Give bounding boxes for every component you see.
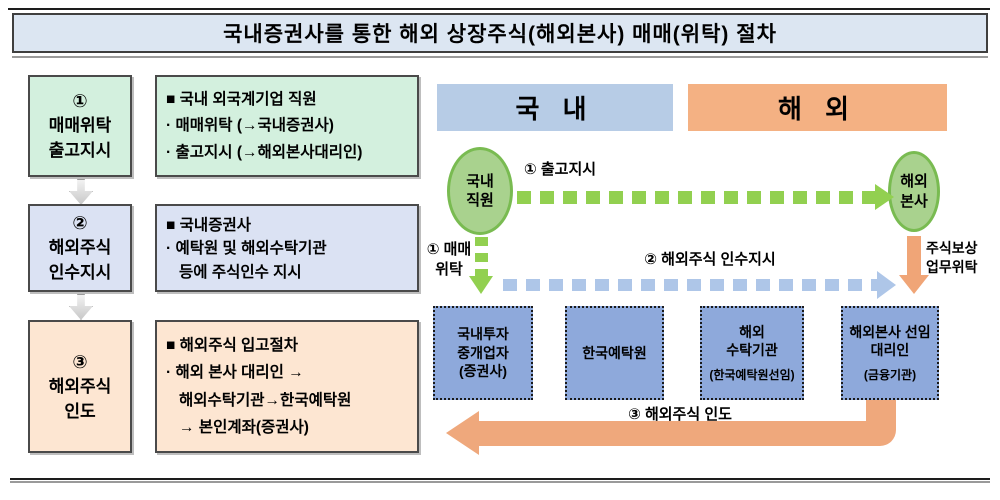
inst-a-line2: 중개업자 [457, 344, 509, 361]
page-title: 국내증권사를 통한 해외 상장주식(해외본사) 매매(위탁) 절차 [12, 13, 988, 53]
inst-b-line1: 한국예탁원 [582, 344, 647, 361]
detail-3-header: ■ 해외주식 입고절차 [166, 337, 299, 354]
inst-c-line2: 수탁기관 [726, 342, 778, 359]
green-down-arrowhead-icon [469, 276, 493, 294]
region-header-domestic: 국 내 [437, 84, 673, 131]
orange-down-arrow [907, 236, 921, 277]
compensation-line2: 업무위탁 [926, 258, 978, 275]
institution-overseas-custodian: 해외 수탁기관 (한국예탁원선임) [700, 306, 804, 400]
region-overseas-label: 해 외 [777, 94, 858, 124]
step-2-line2: 인수지시 [48, 263, 112, 283]
step-3-line1: 해외주식 [48, 376, 112, 396]
detail-box-3: ■ 해외주식 입고절차 · 해외 본사 대리인 → 해외수탁기관→한국예탁원 →… [155, 320, 419, 453]
inst-d-line2: 대리인 [870, 342, 910, 359]
down-arrow-icon [69, 179, 93, 205]
trade-consign-line2: 위탁 [435, 261, 463, 279]
step-1-line1: 매매위탁 [48, 116, 112, 136]
step-1-number: ① [72, 91, 88, 112]
page-title-text: 국내증권사를 통한 해외 상장주식(해외본사) 매매(위탁) 절차 [223, 23, 777, 46]
bottom-divider [10, 478, 990, 480]
step-box-1-trade-consign: ① 매매위탁 출고지시 [28, 75, 132, 177]
detail-box-2: ■ 국내증권사 · 예탁원 및 해외수탁기관 등에 주식인수 지시 [155, 204, 419, 292]
green-arrowhead-icon [875, 184, 894, 210]
detail-3-line1: · 해외 본사 대리인 → [166, 364, 304, 382]
actor-domestic-line1: 국내 [466, 172, 494, 190]
inst-d-sub: (금융기관) [863, 368, 917, 383]
institution-korea-depository: 한국예탁원 [565, 306, 664, 400]
delivery-label: ③ 해외주식 인도 [628, 406, 732, 423]
inst-a-line1: 국내투자 [457, 325, 509, 342]
top-divider [8, 8, 990, 10]
detail-3-line3: → 본인계좌(증권사) [179, 418, 309, 436]
title-underline [12, 56, 988, 58]
down-arrow-icon [69, 294, 93, 320]
step-2-number: ② [72, 213, 88, 234]
inst-c-line1: 해외 [739, 323, 765, 340]
actor-domestic-line2: 직원 [466, 192, 494, 209]
detail-2-line1: · 예탁원 및 해외수탁기관 [166, 240, 327, 258]
region-domestic-label: 국 내 [515, 94, 595, 124]
detail-2-line2: 등에 주식인수 지시 [179, 263, 302, 281]
compensation-line1: 주식보상 [926, 240, 978, 256]
delivery-arrowhead-icon [446, 411, 479, 455]
step-3-line2: 인도 [64, 401, 96, 421]
bottom-divider-shadow [10, 481, 990, 483]
detail-1-line2: · 출고지시 (→해외본사대리인) [166, 143, 363, 161]
trade-consign-label: ① 매매 위탁 [424, 240, 474, 281]
institution-domestic-broker: 국내투자 중개업자 (증권사) [433, 306, 533, 400]
compensation-label: 주식보상 업무위탁 [926, 239, 978, 277]
green-dashed-arrow [517, 191, 875, 204]
blue-dashed-arrow [503, 279, 877, 291]
orange-down-arrowhead-icon [899, 275, 929, 294]
delivery-arrow-horizontal [477, 421, 879, 446]
detail-2-header: ■ 국내증권사 [166, 217, 251, 234]
release-order-label: ① 출고지시 [524, 161, 597, 178]
acquire-order-label: ② 해외주식 인수지시 [644, 251, 776, 268]
region-header-overseas: 해 외 [688, 84, 947, 131]
inst-d-line1: 해외본사 선임 [849, 323, 931, 340]
detail-box-1: ■ 국내 외국계기업 직원 · 매매위탁 (→국내증권사) · 출고지시 (→해… [155, 75, 419, 177]
actor-overseas-headquarters: 해외 본사 [888, 151, 940, 232]
step-box-2-acquire-order: ② 해외주식 인수지시 [28, 204, 132, 292]
step-1-line2: 출고지시 [48, 141, 112, 161]
step-3-number: ③ [72, 351, 88, 372]
blue-arrowhead-icon [877, 271, 896, 299]
trade-consign-line1: ① 매매 [426, 241, 472, 258]
step-box-3-delivery: ③ 해외주식 인도 [28, 320, 132, 453]
detail-1-line1: · 매매위탁 (→국내증권사) [166, 117, 334, 135]
inst-c-sub: (한국예탁원선임) [709, 368, 795, 383]
detail-1-header: ■ 국내 외국계기업 직원 [166, 91, 317, 109]
actor-overseas-line2: 본사 [900, 192, 928, 210]
actor-overseas-line1: 해외 [900, 173, 928, 190]
actor-domestic-employee: 국내 직원 [447, 147, 513, 235]
inst-a-line3: (증권사) [459, 363, 507, 380]
detail-3-line2: 해외수탁기관→한국예탁원 [179, 391, 352, 409]
step-2-line1: 해외주식 [48, 238, 112, 258]
institution-hq-appointed-agent: 해외본사 선임 대리인 (금융기관) [841, 306, 939, 400]
green-dashed-down-arrow [475, 237, 488, 276]
